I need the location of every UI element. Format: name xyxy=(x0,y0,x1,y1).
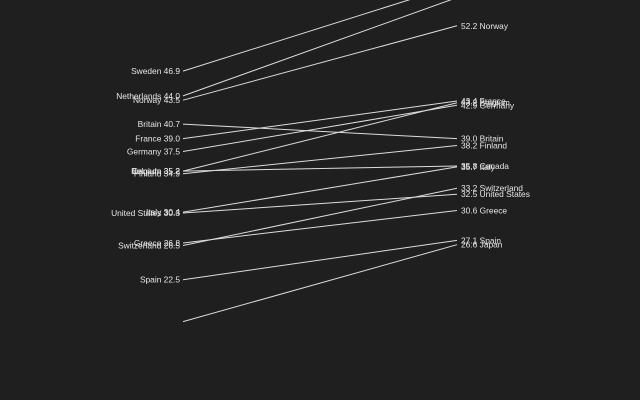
left-label-spain: Spain 22.5 xyxy=(140,275,180,285)
left-label-canada: Canada 35.2 xyxy=(132,166,180,176)
right-label-germany: 42.9 Germany xyxy=(461,100,515,110)
slope-line-france xyxy=(182,100,458,140)
left-label-germany: Germany 37.5 xyxy=(127,146,180,156)
slope-line-netherlands xyxy=(182,0,452,97)
right-label-greece: 30.6 Greece xyxy=(461,205,507,215)
slope-line-greece xyxy=(182,209,458,244)
slope-line-norway xyxy=(182,25,458,101)
slope-line-finland xyxy=(182,144,458,175)
right-label-japan: 26.6 Japan xyxy=(461,240,503,250)
left-label-france: France 39.0 xyxy=(135,134,180,144)
left-label-switzerland: Switzerland 26.5 xyxy=(118,241,180,251)
right-label-britain: 39.0 Britain xyxy=(461,134,504,144)
slope-line-italy xyxy=(182,166,458,213)
left-label-britain: Britain 40.7 xyxy=(138,119,181,129)
right-label-italy: 35.7 Italy xyxy=(461,162,496,172)
right-label-canada: 35.8 Canada xyxy=(461,161,509,171)
slope-line-belgium xyxy=(182,102,458,172)
right-label-belgium: 43.2 Belgium xyxy=(461,98,510,108)
slope-line-germany xyxy=(182,104,458,152)
slope-line-sweden xyxy=(182,0,411,72)
slope-line-switzerland xyxy=(182,187,458,247)
left-label-norway: Norway 43.5 xyxy=(133,95,180,105)
left-label-belgium: Belgium 35.2 xyxy=(131,166,180,176)
slope-line-canada xyxy=(182,165,458,172)
slope-line-spain xyxy=(182,239,458,281)
right-label-norway: 52.2 Norway xyxy=(461,21,509,31)
left-label-sweden: Sweden 46.9 xyxy=(131,66,180,76)
left-label-united-states: United States 30.3 xyxy=(111,208,180,218)
slope-line-britain xyxy=(182,123,458,140)
right-label-switzerland: 33.2 Switzerland xyxy=(461,183,523,193)
left-label-netherlands: Netherlands 44.0 xyxy=(116,91,180,101)
left-label-finland: Finland 34.9 xyxy=(134,169,180,179)
right-label-france: 43.4 France xyxy=(461,96,506,106)
slope-line-japan xyxy=(182,244,458,323)
slope-lines xyxy=(182,0,458,323)
left-label-greece: Greece 26.8 xyxy=(134,238,180,248)
right-label-finland: 38.2 Finland xyxy=(461,140,507,150)
right-label-united-states: 32.5 United States xyxy=(461,189,530,199)
left-label-italy: Italy 30.4 xyxy=(146,207,180,217)
right-label-spain: 27.1 Spain xyxy=(461,235,501,245)
